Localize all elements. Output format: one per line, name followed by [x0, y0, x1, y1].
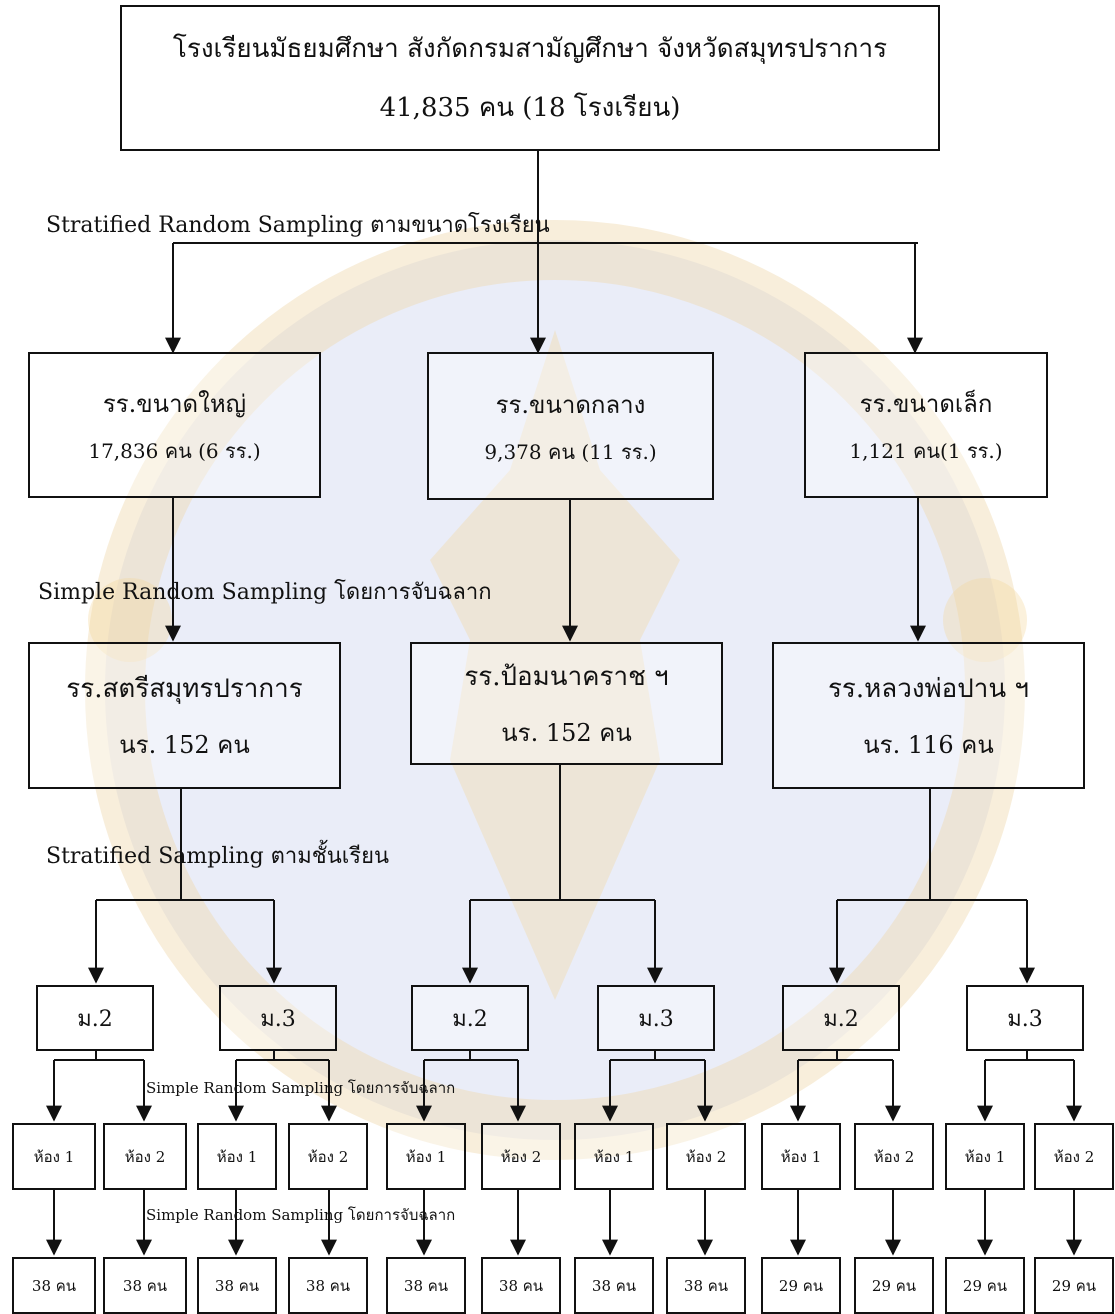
- size-group-name: รร.ขนาดเล็ก: [859, 389, 993, 418]
- room-box: ห้อง 2: [1034, 1123, 1114, 1190]
- school-name: รร.ป้อมนาคราช ฯ: [464, 661, 669, 692]
- school-box-1: รร.สตรีสมุทรปราการ นร. 152 คน: [28, 642, 341, 789]
- sample-count: 38 คน: [591, 1276, 637, 1295]
- label-simple-random-1: Simple Random Sampling โดยการจับฉลาก: [38, 580, 492, 605]
- room-box: ห้อง 1: [945, 1123, 1025, 1190]
- room-box: ห้อง 1: [197, 1123, 277, 1190]
- grade-box: ม.2: [411, 985, 529, 1051]
- population-box: โรงเรียนมัธยมศึกษา สังกัดกรมสามัญศึกษา จ…: [120, 5, 940, 151]
- sample-box: 38 คน: [574, 1257, 654, 1314]
- sample-box: 29 คน: [1034, 1257, 1114, 1314]
- grade-label: ม.3: [1007, 1006, 1043, 1032]
- room-label: ห้อง 2: [124, 1147, 166, 1166]
- room-box: ห้อง 2: [666, 1123, 746, 1190]
- sample-box: 38 คน: [103, 1257, 187, 1314]
- size-group-small: รร.ขนาดเล็ก 1,121 คน(1 รร.): [804, 352, 1048, 498]
- size-group-name: รร.ขนาดใหญ่: [102, 389, 247, 418]
- room-label: ห้อง 1: [33, 1147, 75, 1166]
- size-group-count: 17,836 คน (6 รร.): [88, 438, 261, 463]
- grade-box: ม.3: [597, 985, 715, 1051]
- sample-box: 38 คน: [666, 1257, 746, 1314]
- room-label: ห้อง 1: [216, 1147, 258, 1166]
- grade-box: ม.3: [966, 985, 1084, 1051]
- room-label: ห้อง 1: [964, 1147, 1006, 1166]
- sample-count: 38 คน: [214, 1276, 260, 1295]
- room-label: ห้อง 1: [780, 1147, 822, 1166]
- room-label: ห้อง 2: [685, 1147, 727, 1166]
- room-label: ห้อง 2: [307, 1147, 349, 1166]
- room-box: ห้อง 1: [574, 1123, 654, 1190]
- room-label: ห้อง 2: [1053, 1147, 1095, 1166]
- sample-box: 38 คน: [386, 1257, 466, 1314]
- grade-box: ม.2: [782, 985, 900, 1051]
- school-name: รร.หลวงพ่อปาน ฯ: [827, 673, 1030, 704]
- sample-count: 38 คน: [31, 1276, 77, 1295]
- school-count: นร. 116 คน: [863, 730, 994, 759]
- sample-box: 38 คน: [12, 1257, 96, 1314]
- size-group-large: รร.ขนาดใหญ่ 17,836 คน (6 รร.): [28, 352, 321, 498]
- population-count: 41,835 คน (18 โรงเรียน): [379, 93, 681, 123]
- size-group-count: 1,121 คน(1 รร.): [849, 438, 1003, 463]
- grade-label: ม.3: [638, 1006, 674, 1032]
- sample-box: 38 คน: [197, 1257, 277, 1314]
- grade-label: ม.2: [77, 1006, 113, 1032]
- school-name: รร.สตรีสมุทรปราการ: [66, 673, 303, 704]
- label-stratified-by-size: Stratified Random Sampling ตามขนาดโรงเรี…: [46, 213, 550, 238]
- sample-count: 29 คน: [778, 1276, 824, 1295]
- sample-box: 38 คน: [288, 1257, 368, 1314]
- size-group-medium: รร.ขนาดกลาง 9,378 คน (11 รร.): [427, 352, 714, 500]
- sample-count: 29 คน: [1051, 1276, 1097, 1295]
- sample-box: 38 คน: [481, 1257, 561, 1314]
- label-stratified-by-grade: Stratified Sampling ตามชั้นเรียน: [46, 844, 390, 869]
- room-box: ห้อง 1: [761, 1123, 841, 1190]
- sample-count: 38 คน: [498, 1276, 544, 1295]
- grade-box: ม.3: [219, 985, 337, 1051]
- sample-count: 29 คน: [962, 1276, 1008, 1295]
- sample-box: 29 คน: [945, 1257, 1025, 1314]
- school-count: นร. 152 คน: [119, 730, 250, 759]
- room-label: ห้อง 1: [405, 1147, 447, 1166]
- sample-box: 29 คน: [761, 1257, 841, 1314]
- sample-count: 38 คน: [122, 1276, 168, 1295]
- room-label: ห้อง 2: [873, 1147, 915, 1166]
- size-group-count: 9,378 คน (11 รร.): [484, 439, 657, 464]
- school-box-2: รร.ป้อมนาคราช ฯ นร. 152 คน: [410, 642, 723, 765]
- room-box: ห้อง 2: [854, 1123, 934, 1190]
- room-box: ห้อง 2: [288, 1123, 368, 1190]
- school-box-3: รร.หลวงพ่อปาน ฯ นร. 116 คน: [772, 642, 1085, 789]
- grade-box: ม.2: [36, 985, 154, 1051]
- grade-label: ม.2: [452, 1006, 488, 1032]
- sample-count: 38 คน: [403, 1276, 449, 1295]
- sample-count: 38 คน: [305, 1276, 351, 1295]
- room-box: ห้อง 1: [386, 1123, 466, 1190]
- room-label: ห้อง 1: [593, 1147, 635, 1166]
- population-title: โรงเรียนมัธยมศึกษา สังกัดกรมสามัญศึกษา จ…: [172, 34, 888, 64]
- room-box: ห้อง 2: [481, 1123, 561, 1190]
- size-group-name: รร.ขนาดกลาง: [495, 390, 646, 419]
- sample-count: 38 คน: [683, 1276, 729, 1295]
- grade-label: ม.2: [823, 1006, 859, 1032]
- sample-box: 29 คน: [854, 1257, 934, 1314]
- label-simple-random-2: Simple Random Sampling โดยการจับฉลาก: [146, 1079, 456, 1097]
- room-box: ห้อง 1: [12, 1123, 96, 1190]
- sample-count: 29 คน: [871, 1276, 917, 1295]
- room-label: ห้อง 2: [500, 1147, 542, 1166]
- school-count: นร. 152 คน: [501, 718, 632, 747]
- grade-label: ม.3: [260, 1006, 296, 1032]
- label-simple-random-3: Simple Random Sampling โดยการจับฉลาก: [146, 1206, 456, 1224]
- room-box: ห้อง 2: [103, 1123, 187, 1190]
